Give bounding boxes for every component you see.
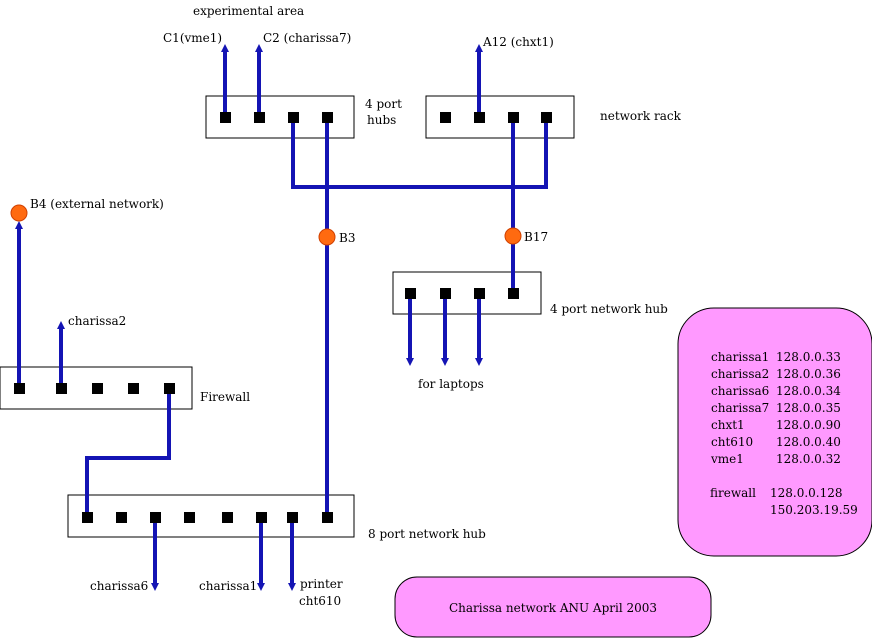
port [474, 288, 485, 299]
port [220, 112, 231, 123]
label-cht610: cht610 [299, 594, 341, 608]
port [256, 512, 267, 523]
port [56, 383, 67, 394]
label-c2: C2 (charissa7) [263, 31, 351, 45]
address-table: charissa1 128.0.0.33 charissa2 128.0.0.36 ch… [710, 350, 841, 466]
label-for-laptops: for laptops [418, 377, 484, 391]
port [14, 383, 25, 394]
caption-panel [394, 576, 712, 638]
label-c1: C1(vme1) [163, 31, 222, 45]
label-a12: A12 (chxt1) [482, 35, 554, 49]
label-printer: printer [300, 577, 343, 591]
address-host: charissa7 [711, 401, 769, 415]
ports [14, 112, 552, 523]
label-charissa6: charissa6 [90, 579, 148, 593]
address-ip: 128.0.0.35 [776, 401, 841, 415]
address-host: charissa6 [711, 384, 769, 398]
label-b3: B3 [339, 231, 355, 245]
firewall-ip-1: 128.0.0.128 [770, 486, 843, 500]
label-hubs-line2: hubs [367, 113, 396, 127]
port [508, 288, 519, 299]
wire-firewall-to-hub8 [85, 388, 171, 517]
firewall-ip-2: 150.203.19.59 [770, 503, 858, 517]
address-panel [677, 307, 872, 557]
port [150, 512, 161, 523]
port [322, 512, 333, 523]
label-b4: B4 (external network) [30, 197, 164, 211]
socket-nodes [10, 204, 522, 246]
address-ip: 128.0.0.32 [776, 452, 841, 466]
port [405, 288, 416, 299]
address-host: chxt1 [711, 418, 745, 432]
port [128, 383, 139, 394]
address-ip: 128.0.0.34 [776, 384, 841, 398]
port [508, 112, 519, 123]
wire-hub-interconnect [291, 117, 548, 189]
port [287, 512, 298, 523]
port [541, 112, 552, 123]
label-laptop-hub: 4 port network hub [550, 302, 668, 316]
port [82, 512, 93, 523]
port [474, 112, 485, 123]
node-b17 [504, 227, 522, 245]
label-eight-port-hub: 8 port network hub [368, 527, 486, 541]
label-charissa2: charissa2 [68, 314, 126, 328]
address-host: cht610 [711, 435, 753, 449]
label-hubs-line1: 4 port [365, 97, 402, 111]
port [440, 288, 451, 299]
label-firewall: Firewall [200, 390, 250, 404]
port [288, 112, 299, 123]
address-ip: 128.0.0.33 [776, 350, 841, 364]
label-network-rack: network rack [600, 109, 682, 123]
address-ip: 128.0.0.40 [776, 435, 841, 449]
address-ip: 128.0.0.36 [776, 367, 841, 381]
node-b4 [10, 204, 28, 222]
label-b17: B17 [524, 230, 548, 244]
port [116, 512, 127, 523]
node-b3 [318, 228, 336, 246]
port [92, 383, 103, 394]
port [184, 512, 195, 523]
port [222, 512, 233, 523]
address-ip: 128.0.0.90 [776, 418, 841, 432]
port [164, 383, 175, 394]
address-host: charissa2 [711, 367, 769, 381]
port [254, 112, 265, 123]
address-host: charissa1 [711, 350, 769, 364]
port [322, 112, 333, 123]
arrows [15, 44, 483, 591]
port [440, 112, 451, 123]
firewall-host: firewall [710, 486, 756, 500]
address-host: vme1 [710, 452, 744, 466]
diagram-caption: Charissa network ANU April 2003 [449, 601, 657, 615]
label-experimental-area: experimental area [193, 4, 304, 18]
label-charissa1: charissa1 [199, 579, 257, 593]
wires [85, 117, 548, 517]
eight-port-hub-box [67, 494, 355, 538]
